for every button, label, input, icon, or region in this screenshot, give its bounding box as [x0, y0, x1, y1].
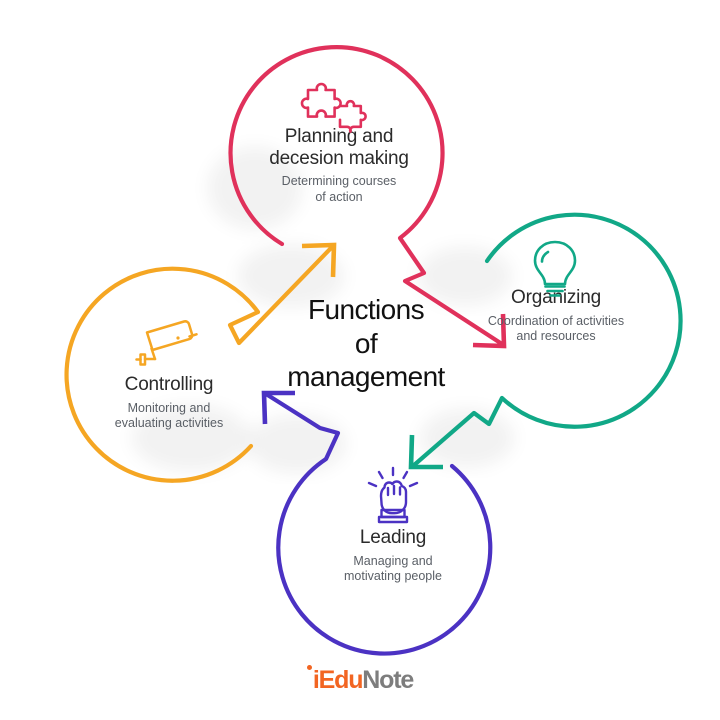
node-circle-organizing [484, 212, 683, 429]
node-planning[interactable]: Planning and decesion making Determining… [228, 126, 450, 206]
center-title-line-1: Functions [308, 294, 425, 325]
brand-logo: iEduNote [0, 665, 720, 694]
brand-logo-i: i [312, 666, 320, 694]
node-circle-planning [228, 45, 445, 247]
node-controlling-title: Controlling [124, 374, 214, 395]
node-controlling[interactable]: Controlling Monitoring and evaluating ac… [62, 374, 276, 432]
center-title-line-2: of [354, 327, 378, 359]
cctv-camera-icon [131, 316, 201, 372]
node-leading-subtitle: Managing and motivating people [344, 553, 442, 584]
arrow-organizing-to-leading [408, 397, 504, 470]
lightbulb-icon [528, 238, 582, 300]
node-organizing[interactable]: Organizing Coordination of activities an… [447, 287, 665, 345]
node-circle-leading [276, 456, 493, 656]
node-circle-controlling [64, 266, 261, 483]
puzzle-icon [298, 76, 374, 134]
brand-logo-dot [306, 665, 312, 670]
node-controlling-subtitle: Monitoring and evaluating activities [114, 400, 224, 431]
node-organizing-title: Organizing [511, 287, 601, 308]
arrow-leading-to-controlling [261, 390, 341, 460]
center-title-line-3: management [287, 361, 445, 393]
node-leading-title: Leading [359, 527, 427, 548]
node-leading[interactable]: Leading Managing and motivating people [292, 527, 494, 585]
arrow-controlling-to-planning [227, 242, 337, 346]
brand-logo-edu: Edu [318, 666, 364, 694]
arrow-planning-to-organizing [398, 236, 507, 349]
page-title: Functions of management [262, 293, 470, 394]
brand-logo-note: Note [362, 666, 414, 694]
raised-fist-icon [365, 466, 421, 526]
node-organizing-subtitle: Coordination of activities and resources [487, 313, 625, 344]
node-planning-subtitle: Determining courses of action [281, 174, 397, 204]
node-planning-title: Planning and decesion making [269, 126, 409, 169]
